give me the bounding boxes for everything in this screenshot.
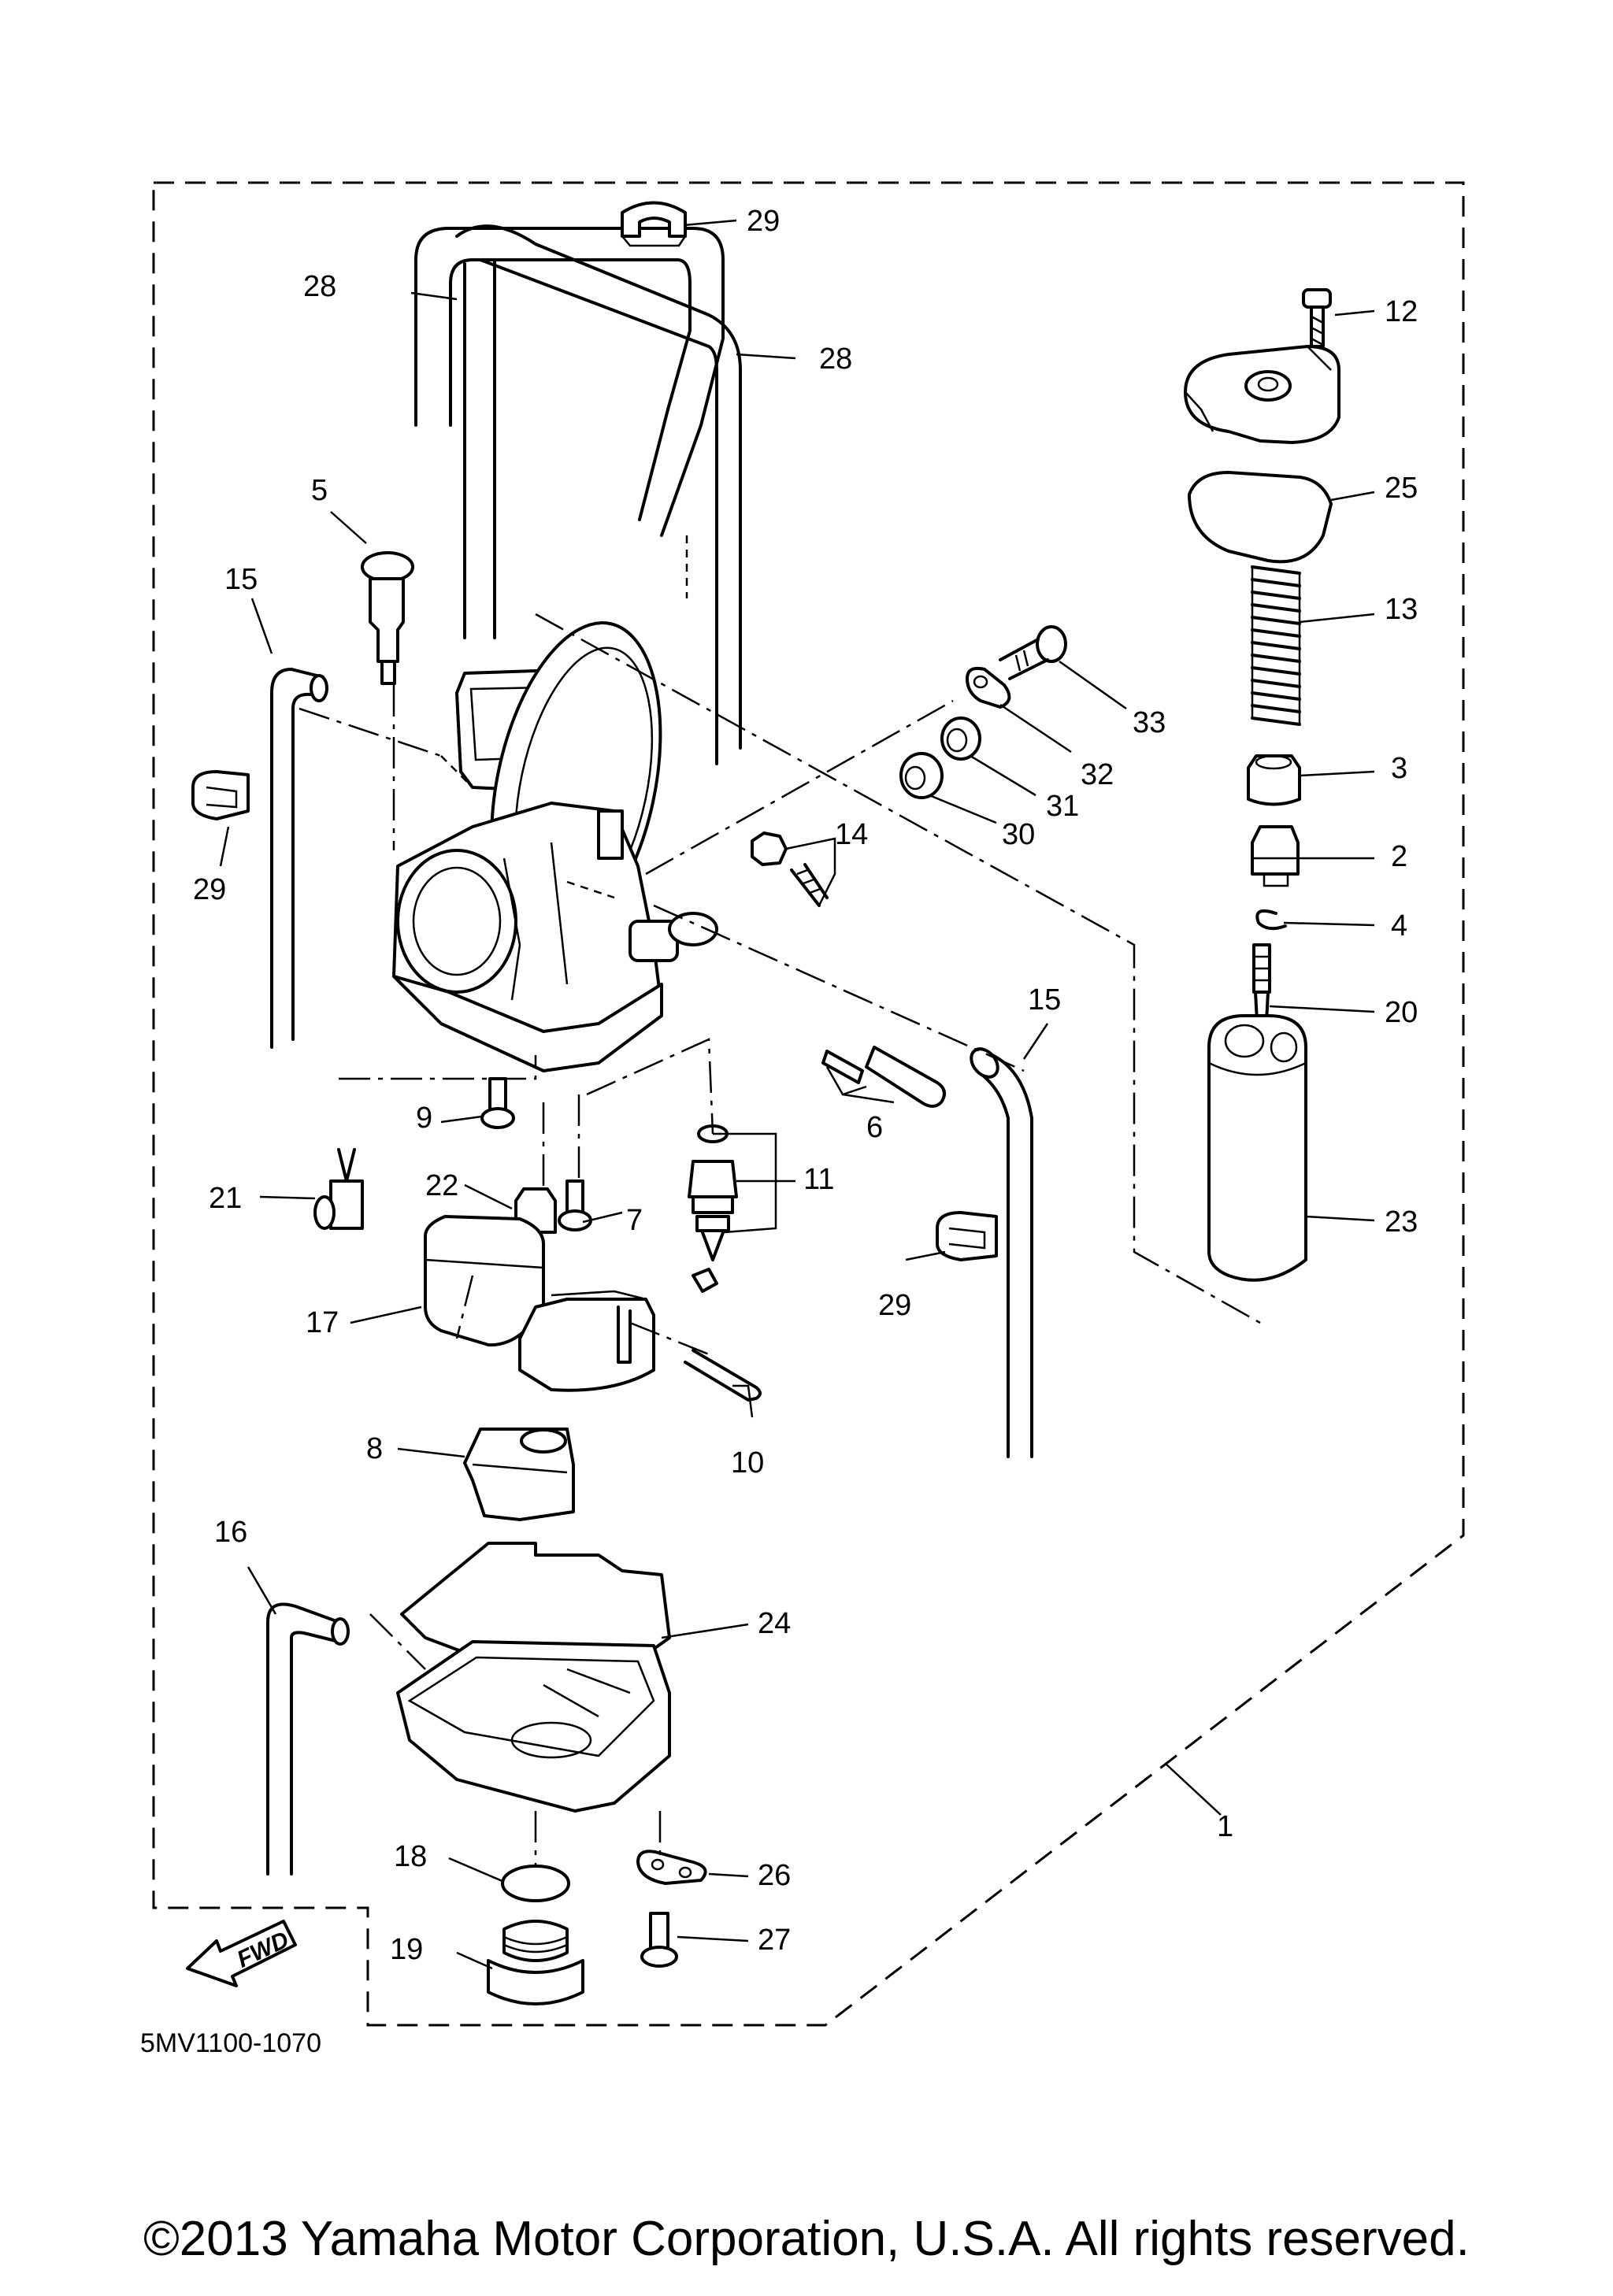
needle-valve-11 [688,1124,738,1293]
carburetor-body [392,621,718,1072]
callout-11: 11 [803,1163,834,1196]
plug-30 [899,752,944,799]
hose-16 [266,1602,350,1876]
copyright-notice: ©2013 Yamaha Motor Corporation, U.S.A. A… [143,2212,1470,2266]
diagram-code: 5MV1100-1070 [140,2028,321,2058]
callout-22: 22 [425,1169,458,1202]
callout-29-left: 29 [193,873,226,906]
spring-13 [1251,565,1301,726]
callout-27: 27 [758,1924,791,1957]
adjuster-31 [940,717,981,761]
pilot-screw-21 [313,1148,364,1230]
baffle-8 [463,1428,575,1521]
callout-15-right: 15 [1028,983,1061,1017]
leader-lines [219,219,1375,1970]
gasket-25 [1188,471,1333,564]
assembly-boundary [152,181,1465,2027]
clip-29-top [621,201,687,247]
callout-9: 9 [416,1102,432,1135]
screw-12 [1302,288,1332,348]
fwd-arrow: FWD [186,1920,297,1987]
throttle-valve-23 [1207,1014,1307,1282]
drain-plug-19 [487,1920,584,2005]
callout-7: 7 [626,1204,643,1237]
clip-29-left [191,770,250,820]
plate-32 [966,666,1011,709]
callout-8: 8 [366,1432,383,1465]
callout-2: 2 [1391,840,1407,873]
callout-31: 31 [1046,790,1079,823]
clip-4 [1255,909,1287,931]
callout-23: 23 [1385,1205,1418,1239]
callout-5: 5 [311,474,328,507]
screw-6 [821,1046,946,1108]
callout-21: 21 [209,1182,242,1215]
float-chamber [396,1640,671,1813]
fuel-hose-28 [414,224,742,765]
clip-29-right [936,1211,998,1261]
callout-19: 19 [390,1933,423,1966]
callout-3: 3 [1391,752,1407,785]
callout-33: 33 [1133,706,1166,739]
callout-1: 1 [1217,1810,1233,1843]
callout-24: 24 [758,1607,791,1640]
float-17 [424,1215,655,1392]
callout-12: 12 [1385,295,1418,328]
callout-16: 16 [214,1516,247,1549]
callout-20: 20 [1385,996,1418,1029]
callout-29-top: 29 [747,205,780,238]
screw-33 [999,625,1067,680]
callout-26: 26 [758,1859,791,1892]
o-ring-18 [501,1865,570,1902]
retainer-3 [1247,754,1301,806]
float-pin-10 [684,1349,762,1402]
callout-6: 6 [866,1111,883,1144]
callout-29-right: 29 [878,1289,911,1322]
callout-25: 25 [1385,472,1418,505]
callout-10: 10 [731,1446,764,1479]
callout-labels: 29 28 28 12 25 13 3 2 4 20 23 33 32 31 3… [193,205,1418,1966]
screw-14 [751,831,829,907]
throttle-cover [1184,345,1340,444]
needle-holder-2 [1251,825,1300,887]
screw-7 [558,1179,592,1231]
callout-4: 4 [1391,909,1407,942]
callout-28-left: 28 [303,270,336,303]
hose-15-left [270,668,328,1049]
callout-30: 30 [1002,818,1035,851]
alignment-lines [298,613,1261,1866]
starter-plunger-5 [361,551,414,685]
callout-17: 17 [306,1306,339,1339]
plate-26 [636,1850,707,1885]
callout-14: 14 [835,818,868,851]
callout-32: 32 [1081,758,1114,791]
callout-18: 18 [394,1840,427,1873]
screw-9 [480,1077,515,1129]
callout-28-right: 28 [819,343,852,376]
screw-27 [640,1912,678,1968]
callout-13: 13 [1385,593,1418,626]
callout-15-left: 15 [224,563,258,596]
